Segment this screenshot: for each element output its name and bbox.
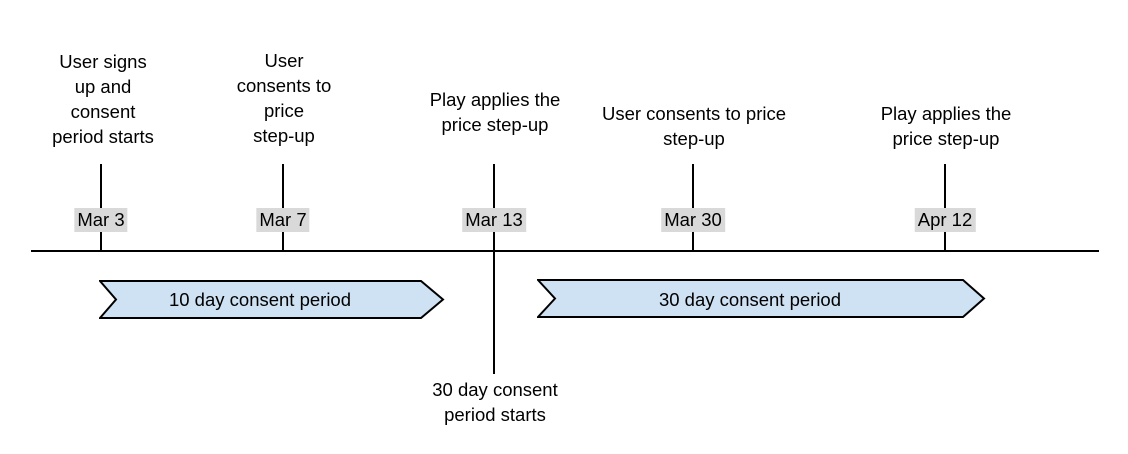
- banner-label: 30 day consent period: [658, 288, 842, 310]
- event-label-mar-3: User signs up and consent period starts: [52, 51, 154, 147]
- event-tick-apr-12: [944, 164, 946, 251]
- chevron-arrow-shape: [99, 280, 445, 319]
- event-tick-mar-3: [100, 164, 102, 251]
- chevron-arrow-shape: [537, 279, 986, 318]
- event-tick-mar-30: [692, 164, 694, 251]
- note-consent-period-starts: 30 day consent period starts: [432, 379, 558, 425]
- event-tick-mar-7: [282, 164, 284, 251]
- event-date-apr-12: Apr 12: [914, 208, 976, 232]
- event-label-mar-7: User consents to price step-up: [236, 50, 332, 146]
- event-date-mar-7: Mar 7: [256, 208, 310, 232]
- event-date-mar-13: Mar 13: [462, 208, 526, 232]
- event-label-apr-12: Play applies the price step-up: [880, 103, 1012, 149]
- event-label-mar-30: User consents to price step-up: [601, 103, 787, 149]
- event-date-mar-3: Mar 3: [74, 208, 128, 232]
- event-label-mar-13: Play applies the price step-up: [429, 89, 561, 135]
- event-date-mar-30: Mar 30: [661, 208, 725, 232]
- banner-30-day-consent-period: 30 day consent period: [537, 279, 986, 320]
- event-tick-mar-13: [493, 164, 495, 374]
- banner-label: 10 day consent period: [168, 288, 352, 310]
- timeline-axis: [31, 250, 1099, 252]
- banner-10-day-consent-period: 10 day consent period: [99, 279, 445, 320]
